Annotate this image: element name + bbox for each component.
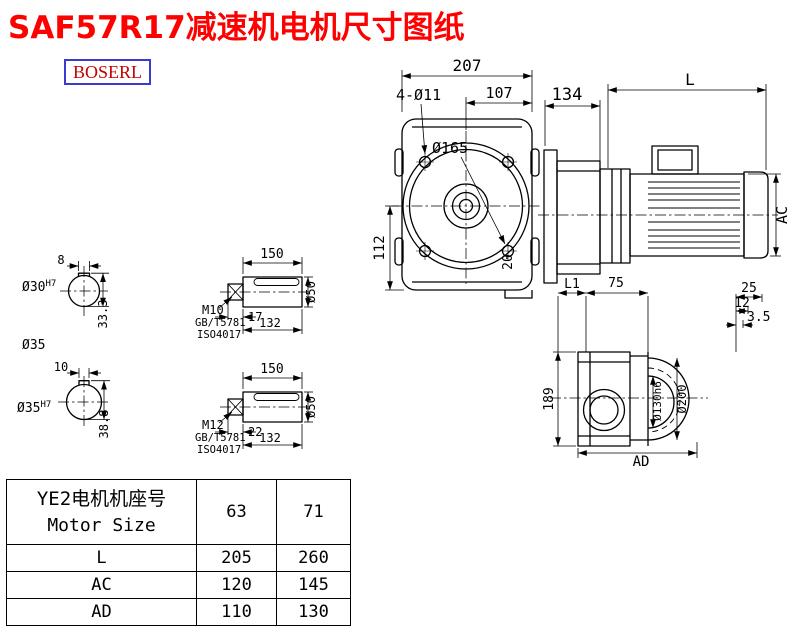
dim-sh2-length: 150	[260, 362, 283, 377]
dim-sh1-diameter: Ø50	[304, 281, 318, 303]
dim-out-12: 12	[734, 296, 750, 311]
output-flange-view	[577, 351, 690, 447]
flange-leader	[460, 156, 506, 245]
dim-front-inner: 107	[485, 84, 512, 102]
dim-shaft2-label: Ø35	[22, 338, 45, 353]
dim-sh2-diameter: Ø50	[304, 396, 318, 418]
m10-leader	[218, 296, 233, 309]
value-cell: 260	[276, 544, 351, 572]
dim-sh2-thread-length: 22	[248, 425, 262, 439]
row-label-ac: AC	[6, 571, 197, 599]
dim-key1-width: 8	[57, 253, 64, 267]
dim-shaft2-bore: Ø35H7	[17, 400, 51, 416]
dim-sh1-thread: M10	[202, 303, 224, 317]
brand-logo: BOSERL	[64, 59, 152, 85]
dim-side-gear-length: 134	[552, 85, 583, 105]
value-cell: 130	[276, 598, 351, 626]
dim-sh1-std1: GB/T5781	[195, 317, 246, 329]
dim-side-motor-length: L	[685, 70, 695, 89]
side-view	[543, 145, 769, 284]
holes-leader	[420, 103, 428, 155]
page-title: SAF57R17减速机电机尺寸图纸	[8, 10, 465, 46]
keyway2	[78, 380, 90, 386]
object-lines	[65, 118, 769, 447]
table-row-ac: AC 120 145	[6, 571, 351, 599]
row-label-ad: AD	[6, 598, 197, 626]
frame-63-cell: 63	[196, 479, 277, 545]
dim-out-d200: Ø200	[675, 385, 689, 414]
dim-out-189: 189	[542, 387, 557, 410]
table-row-l: L 205 260	[6, 544, 351, 572]
dimension-lines	[67, 70, 781, 458]
value-cell: 205	[196, 544, 277, 572]
dim-front-holes: 4-Ø11	[396, 86, 441, 104]
value-cell: 120	[196, 571, 277, 599]
dim-sh2-std2: ISO4017	[197, 444, 241, 456]
dim-out-3-5: 3.5	[747, 310, 770, 325]
dim-sh1-body-length: 132	[259, 316, 281, 330]
dim-sh1-std2: ISO4017	[197, 329, 241, 341]
shaft1-side-view	[227, 276, 303, 308]
table-row-header: YE2电机机座号 Motor Size 63 71	[6, 479, 351, 545]
dim-out-l1: L1	[564, 277, 580, 292]
frame-71-cell: 71	[276, 479, 351, 545]
dim-key2-height: 38.8	[97, 410, 111, 439]
m12-leader	[218, 411, 233, 424]
dim-front-flange: Ø165	[432, 139, 468, 157]
front-view	[394, 118, 540, 299]
dim-sh2-thread: M12	[202, 418, 224, 432]
dim-key1-height: 33.3	[96, 300, 110, 329]
dim-side-motor-height: AC	[773, 206, 791, 224]
bolt-m12	[227, 398, 244, 416]
value-cell: 110	[196, 598, 277, 626]
row-label-l: L	[6, 544, 197, 572]
table-header-cell: YE2电机机座号 Motor Size	[6, 479, 197, 545]
dim-key2-width: 10	[54, 360, 68, 374]
table-row-ad: AD 110 130	[6, 598, 351, 626]
dim-out-d130: Ø130h6	[651, 381, 664, 421]
dim-out-25: 25	[741, 281, 757, 296]
bolt-hole-crosses	[416, 153, 517, 260]
dim-front-height: 112	[372, 235, 388, 260]
value-cell: 145	[276, 571, 351, 599]
header-label-en: Motor Size	[47, 515, 156, 536]
dimension-labels: 207 4-Ø11 107 Ø165 112 20 134 L AC L1 75…	[17, 56, 791, 470]
dim-sh2-body-length: 132	[259, 431, 281, 445]
dim-sh2-std1: GB/T5781	[195, 432, 246, 444]
dim-out-75: 75	[608, 276, 624, 291]
dim-shaft1-bore: Ø30H7	[22, 279, 56, 295]
shaft1-end-view	[67, 272, 101, 308]
dim-front-width: 207	[453, 56, 482, 75]
keyway1	[77, 272, 91, 277]
motor-size-table: YE2电机机座号 Motor Size 63 71 L 205 260 AC 1…	[6, 479, 351, 626]
dim-sh1-length: 150	[260, 247, 283, 262]
dim-front-foot: 20	[501, 254, 516, 270]
dim-sh1-thread-length: 17	[248, 310, 262, 324]
shaft2-side-view	[227, 391, 303, 423]
bolt-m10	[227, 283, 244, 301]
dim-out-ad: AD	[633, 454, 650, 470]
motor-fins	[648, 181, 740, 249]
fan-cowl	[743, 171, 769, 259]
header-label-cn: YE2电机机座号	[36, 488, 167, 510]
